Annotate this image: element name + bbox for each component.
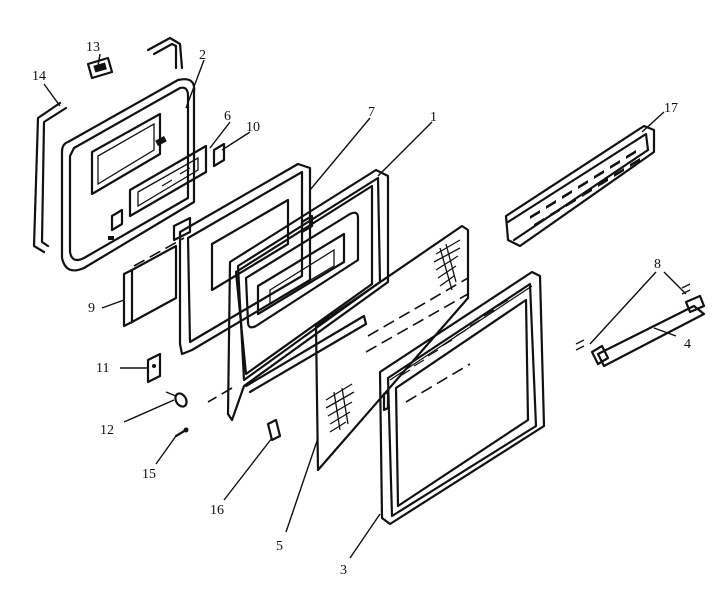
glass-reflection-marks-upper <box>433 239 461 291</box>
top-hook-piece <box>146 36 184 70</box>
callout-15: 15 <box>142 467 156 482</box>
callout-14: 14 <box>32 69 46 84</box>
part-8-end-caps <box>575 283 691 351</box>
part-16-spacer <box>266 418 282 442</box>
callout-2: 2 <box>199 48 206 63</box>
part-15-screw <box>174 427 189 438</box>
part-5-glass-panel <box>314 224 470 472</box>
callout-4: 4 <box>684 337 691 352</box>
part-2-outer-door-panel <box>60 78 196 272</box>
callout-6: 6 <box>224 109 231 124</box>
callout-3: 3 <box>340 563 347 578</box>
part-10-clip <box>212 142 226 168</box>
part-4-handle-bar <box>590 294 706 368</box>
callout-17: 17 <box>664 101 678 116</box>
part-3-outer-door-frame <box>378 270 546 526</box>
callout-11: 11 <box>96 361 109 376</box>
part-13-bracket <box>86 56 114 80</box>
callout-7: 7 <box>368 105 375 120</box>
callout-9: 9 <box>88 301 95 316</box>
callout-13: 13 <box>86 40 100 55</box>
callout-10: 10 <box>246 120 260 135</box>
part-12-bushing <box>165 391 188 408</box>
part-7-liner-frame <box>178 162 312 356</box>
part-17-vent-trim <box>504 124 656 248</box>
part-14-side-trim <box>32 101 68 254</box>
part-6-window-panel <box>128 144 208 218</box>
part-11-clip <box>146 352 162 384</box>
glass-reflection-marks-lower <box>325 383 355 433</box>
leader-lines <box>43 53 687 559</box>
connector-tab <box>172 216 192 242</box>
callout-12: 12 <box>100 423 114 438</box>
frame-top-vent-slots <box>399 289 523 377</box>
callout-5: 5 <box>276 539 283 554</box>
callout-8: 8 <box>654 257 661 272</box>
part-9-hinge-bracket <box>122 237 185 328</box>
callout-labels: 1 2 3 4 5 6 7 8 9 10 11 12 13 14 15 16 1… <box>32 40 691 578</box>
vent-slot-pattern <box>530 150 640 227</box>
callout-16: 16 <box>210 503 224 518</box>
callout-1: 1 <box>430 110 437 125</box>
